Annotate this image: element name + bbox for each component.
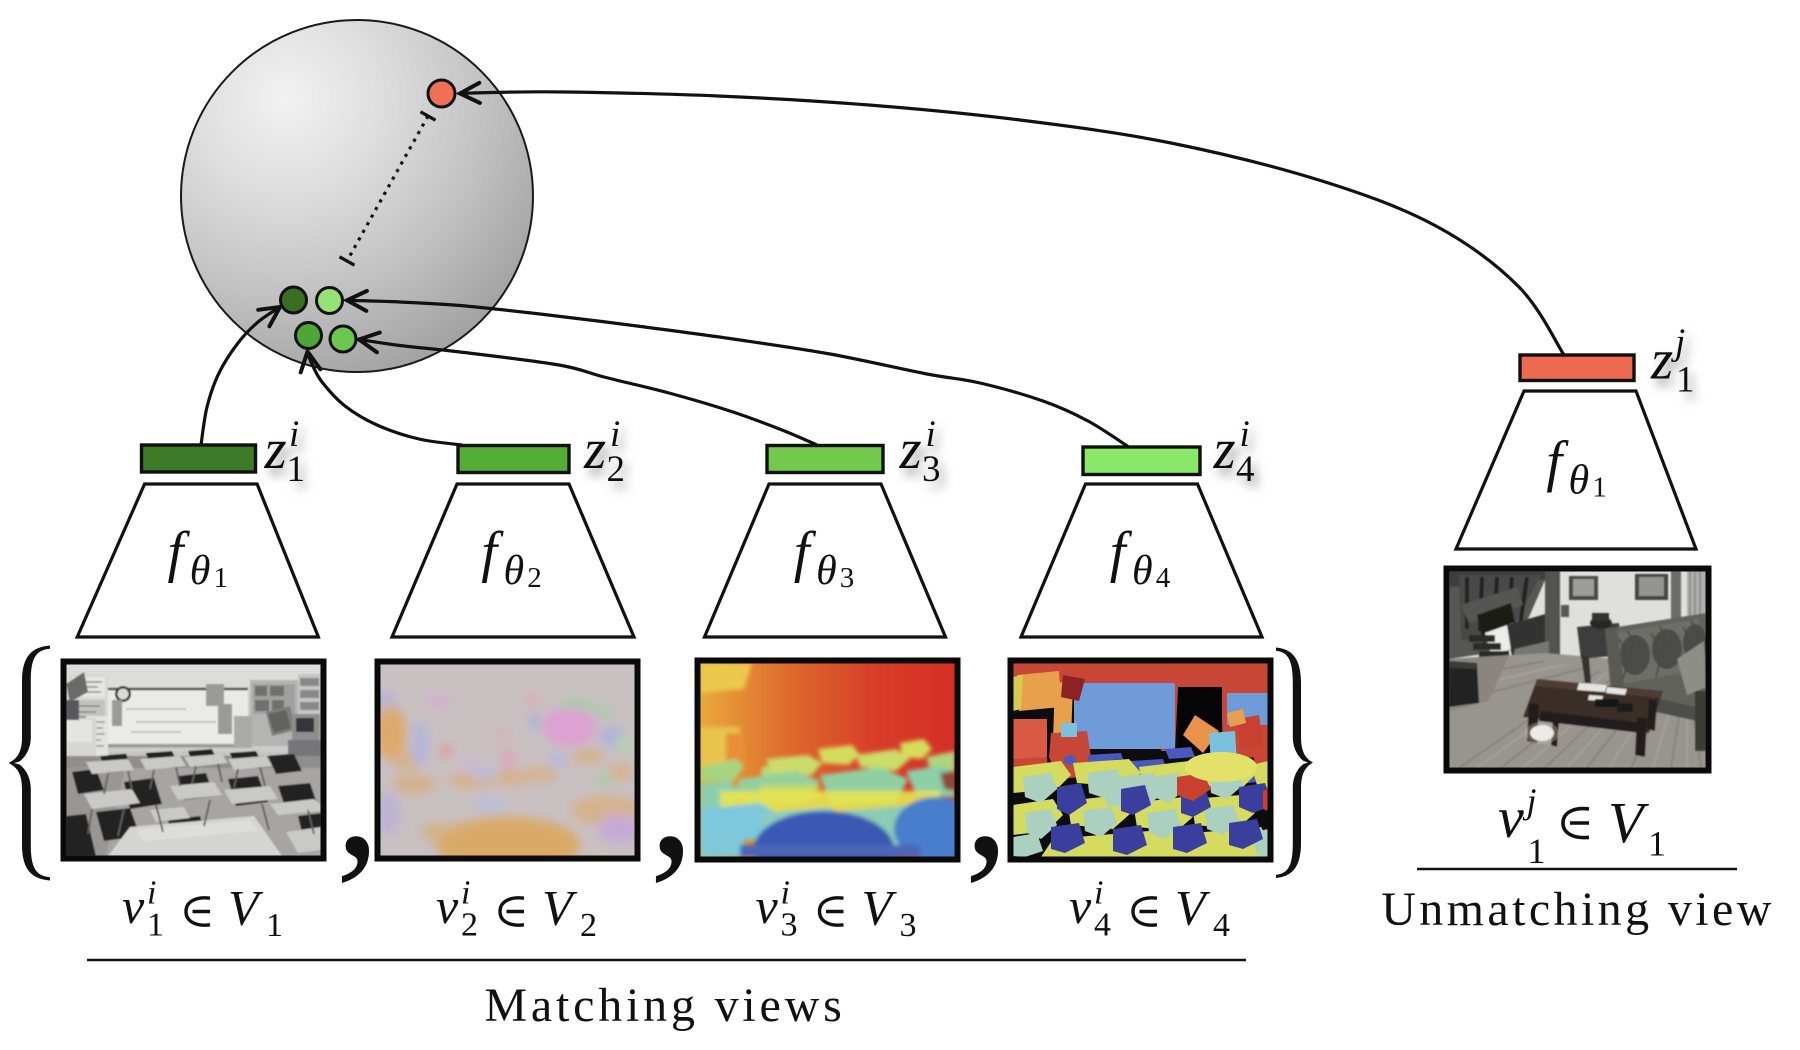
svg-text:4: 4 xyxy=(1156,562,1171,594)
svg-text:j: j xyxy=(1671,322,1685,363)
svg-text:2: 2 xyxy=(607,449,626,490)
svg-text:1: 1 xyxy=(266,907,283,944)
svg-text:j: j xyxy=(1523,781,1537,821)
svg-text:Matching views: Matching views xyxy=(484,979,845,1032)
svg-text:v: v xyxy=(1069,878,1092,934)
svg-text:3: 3 xyxy=(922,449,941,490)
svg-text:4: 4 xyxy=(1236,449,1255,490)
svg-text:i: i xyxy=(926,414,936,455)
svg-text:i: i xyxy=(289,414,299,455)
svg-text:i: i xyxy=(1240,414,1250,455)
svg-text:1: 1 xyxy=(1648,824,1666,864)
svg-text:3: 3 xyxy=(781,907,798,944)
svg-text:θ: θ xyxy=(1132,548,1153,594)
svg-text:V: V xyxy=(1608,790,1650,855)
svg-text:V: V xyxy=(862,880,898,936)
svg-text:2: 2 xyxy=(580,907,597,944)
svg-text:2: 2 xyxy=(527,562,542,594)
svg-text:i: i xyxy=(1094,875,1103,912)
svg-text:θ: θ xyxy=(816,548,837,594)
svg-text:z: z xyxy=(1650,329,1673,392)
svg-text:θ: θ xyxy=(504,548,525,594)
svg-text:,: , xyxy=(964,694,1010,895)
svg-text:θ: θ xyxy=(1569,458,1590,504)
svg-text:1: 1 xyxy=(1676,360,1695,401)
svg-text:v: v xyxy=(436,878,459,934)
svg-text:v: v xyxy=(122,878,145,934)
svg-text:z: z xyxy=(1213,418,1236,481)
svg-text:1: 1 xyxy=(287,449,306,490)
svg-text:i: i xyxy=(147,875,156,912)
svg-text:3: 3 xyxy=(900,907,917,944)
svg-text:,: , xyxy=(649,694,695,895)
svg-text:1: 1 xyxy=(1528,831,1546,871)
svg-text:V: V xyxy=(228,880,264,936)
svg-text:v: v xyxy=(756,878,779,934)
svg-text:1: 1 xyxy=(1592,472,1607,504)
svg-text:4: 4 xyxy=(1213,907,1230,944)
svg-text:2: 2 xyxy=(461,907,478,944)
svg-text:1: 1 xyxy=(214,562,229,594)
svg-text:θ: θ xyxy=(190,548,211,594)
svg-text:4: 4 xyxy=(1094,907,1111,944)
svg-text:z: z xyxy=(583,418,606,481)
svg-text:z: z xyxy=(264,418,287,481)
svg-text:v: v xyxy=(1498,785,1524,850)
svg-text:i: i xyxy=(461,875,470,912)
svg-text:Unmatching view: Unmatching view xyxy=(1381,883,1775,936)
svg-text:V: V xyxy=(1175,880,1211,936)
svg-text:1: 1 xyxy=(147,907,164,944)
svg-text:3: 3 xyxy=(840,562,855,594)
svg-text:i: i xyxy=(781,875,790,912)
svg-text:V: V xyxy=(542,880,578,936)
svg-text:i: i xyxy=(610,414,620,455)
svg-text:,: , xyxy=(335,694,381,895)
svg-text:z: z xyxy=(899,418,922,481)
